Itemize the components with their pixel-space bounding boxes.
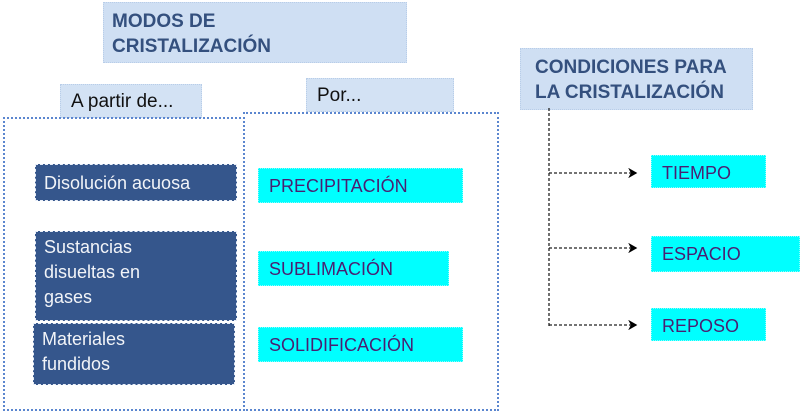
source-materiales-fundidos: Materiales fundidos bbox=[33, 323, 235, 385]
condition-espacio: ESPACIO bbox=[651, 236, 800, 272]
by-header: Por... bbox=[306, 78, 454, 112]
method-sublimacion: SUBLIMACIÓN bbox=[258, 251, 449, 286]
methods-container bbox=[243, 112, 499, 411]
method-precipitacion: PRECIPITACIÓN bbox=[258, 168, 463, 203]
conditions-title-line-1: CONDICIONES PARA bbox=[535, 57, 727, 78]
method-solidificacion: SOLIDIFICACIÓN bbox=[258, 327, 463, 362]
from-header: A partir de... bbox=[60, 84, 202, 118]
conditions-title-line-2: LA CRISTALIZACIÓN bbox=[535, 82, 724, 103]
title-line-2: CRISTALIZACIÓN bbox=[112, 36, 272, 57]
source-sustancias-gases: Sustancias disueltas en gases bbox=[35, 231, 237, 321]
conditions-title: CONDICIONES PARA LA CRISTALIZACIÓN bbox=[520, 48, 753, 110]
diagram-title: MODOS DE CRISTALIZACIÓN bbox=[103, 2, 407, 63]
title-line-1: MODOS DE bbox=[112, 11, 216, 32]
condition-tiempo: TIEMPO bbox=[651, 155, 766, 188]
source-disolucion-acuosa: Disolución acuosa bbox=[35, 164, 237, 201]
condition-reposo: REPOSO bbox=[651, 308, 766, 341]
